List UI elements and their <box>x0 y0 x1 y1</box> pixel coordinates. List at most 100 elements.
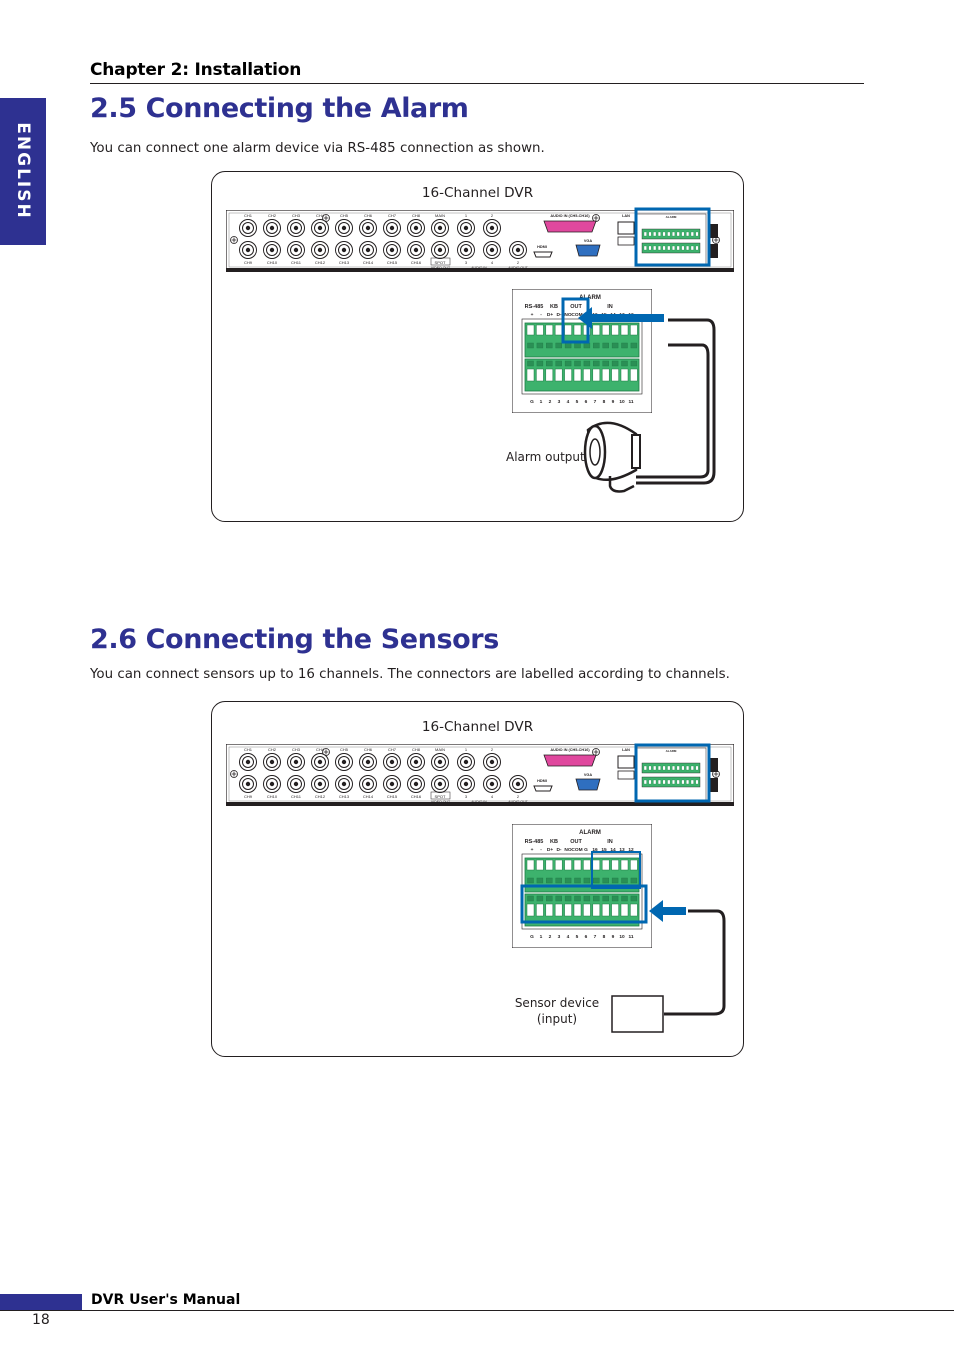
lan-label: LAN <box>622 748 630 752</box>
top-port-label: CH8 <box>412 213 421 218</box>
panel-alarm-label: ALARM <box>666 215 677 219</box>
top-pin-label: D- <box>556 847 561 853</box>
top-port-label: CH7 <box>388 747 397 752</box>
bnc-connector <box>311 775 329 793</box>
top-port-label: CH6 <box>364 213 373 218</box>
top-pin-label: COM <box>571 312 582 318</box>
bnc-connector <box>287 753 305 771</box>
bnc-connector <box>287 241 305 259</box>
sensor-wiring <box>520 743 726 1033</box>
bnc-connector <box>239 753 257 771</box>
audio-db-port <box>543 754 597 767</box>
bnc-connector <box>287 219 305 237</box>
bnc-connector <box>311 219 329 237</box>
top-pin-label: 13 <box>619 847 625 853</box>
bottom-pin-label: G <box>530 399 534 405</box>
footer-title: DVR User's Manual <box>91 1292 241 1308</box>
bnc-connector <box>359 241 377 259</box>
bottom-pin-label: 5 <box>576 934 579 940</box>
bnc-connector <box>239 219 257 237</box>
kb-label: KB <box>550 304 558 310</box>
power-socket <box>710 778 718 792</box>
terminal-alarm-label: ALARM <box>579 830 601 836</box>
audio-out-label: AUDIO OUT <box>508 266 528 270</box>
bnc-connector <box>311 241 329 259</box>
bottom-port-label: CH15 <box>387 260 398 265</box>
sensor-device-label-line1: Sensor device <box>514 996 600 1010</box>
top-port-label: CH2 <box>268 213 277 218</box>
bottom-pin-label: 10 <box>619 934 625 940</box>
audio-out-label: AUDIO OUT <box>508 800 528 804</box>
top-pin-label: D+ <box>547 312 553 318</box>
chapter-divider <box>90 83 864 84</box>
terminal-alarm-label: ALARM <box>579 295 601 301</box>
arrow-icon <box>649 900 686 922</box>
bottom-port-label: CH14 <box>363 794 374 799</box>
footer-divider <box>0 1310 954 1311</box>
language-tab: ENGLISH <box>0 98 46 245</box>
bnc-connector <box>359 753 377 771</box>
bottom-pin-label: 11 <box>628 934 633 940</box>
top-port-label: CH7 <box>388 213 397 218</box>
top-pin-label: + <box>531 313 534 318</box>
bottom-pin-label: 7 <box>594 399 597 405</box>
alarm-terminal-block: ALARMRS-485KBOUTIN+-D+D-NOCOMG1615141312… <box>512 289 652 413</box>
bottom-port-label: CH15 <box>387 794 398 799</box>
bnc-connector <box>431 775 449 793</box>
bnc-connector <box>311 753 329 771</box>
power-switch <box>710 758 718 772</box>
panel-alarm-highlight <box>634 743 711 803</box>
top-pin-label: NO <box>564 847 571 853</box>
bnc-connector <box>263 241 281 259</box>
bnc-connector <box>407 241 425 259</box>
bnc-connector <box>407 753 425 771</box>
bnc-connector <box>509 241 527 259</box>
top-port-label: CH5 <box>340 747 349 752</box>
video-out-label: VIDEO OUT <box>431 800 451 804</box>
lan-port <box>617 221 635 235</box>
video-out-label: VIDEO OUT <box>431 266 451 270</box>
top-port-label: 1 <box>465 213 468 218</box>
audio-db-port <box>543 220 597 233</box>
hdmi-port <box>533 251 553 258</box>
bottom-port-label: 4 <box>491 794 494 799</box>
chapter-heading: Chapter 2: Installation <box>90 60 302 80</box>
bottom-pin-label: 1 <box>540 399 543 405</box>
bottom-pin-label: 2 <box>549 399 552 405</box>
bottom-port-label: CH11 <box>291 794 302 799</box>
bottom-port-label: CH10 <box>267 260 278 265</box>
audio-in-port-label: AUDIO IN (CH5-CH16) <box>550 214 590 218</box>
bottom-port-label: 4 <box>491 260 494 265</box>
top-pin-label: COM <box>571 847 582 853</box>
top-port-label: 2 <box>491 213 494 218</box>
bottom-port-label: CH14 <box>363 260 374 265</box>
bottom-port-label: 3 <box>465 260 468 265</box>
bnc-connector <box>239 775 257 793</box>
audio-in-label: AUDIO IN <box>471 800 487 804</box>
panel-alarm-highlight <box>634 207 711 267</box>
hdmi-label: HDMI <box>537 779 547 783</box>
bnc-connector <box>383 753 401 771</box>
bottom-pin-label: 1 <box>540 934 543 940</box>
bottom-pin-label: 6 <box>585 934 588 940</box>
top-port-label: CH1 <box>244 213 253 218</box>
bottom-port-label: CH12 <box>315 260 326 265</box>
bnc-connector <box>457 775 475 793</box>
bottom-pin-label: 6 <box>585 399 588 405</box>
top-port-label: 1 <box>465 747 468 752</box>
top-port-label: MAIN <box>435 747 445 752</box>
top-pin-label: - <box>540 313 542 318</box>
bottom-port-label: CH16 <box>411 794 422 799</box>
out-label: OUT <box>570 304 582 310</box>
alarm-siren-icon <box>583 421 641 493</box>
bottom-port-label: CH12 <box>315 794 326 799</box>
bottom-port-label: CH9 <box>244 794 253 799</box>
bnc-connector <box>483 775 501 793</box>
vga-port <box>575 244 601 257</box>
alarm-wiring <box>561 207 716 493</box>
power-switch <box>710 224 718 238</box>
top-pin-label: 15 <box>601 847 607 853</box>
